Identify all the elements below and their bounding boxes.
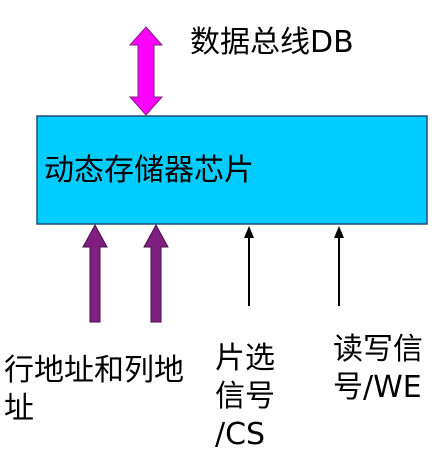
read-write-label-line2: 号/WE bbox=[333, 370, 422, 405]
dram-chip-box bbox=[36, 115, 428, 225]
data-bus-double-arrow bbox=[128, 26, 164, 116]
address-label-line1: 行地址和列地 bbox=[4, 353, 184, 388]
address-label-line2: 址 bbox=[4, 391, 34, 426]
chip-select-label-line1: 片选 bbox=[215, 341, 275, 376]
dram-chip-label: 动态存储器芯片 bbox=[44, 153, 254, 188]
row-address-arrow bbox=[82, 223, 108, 323]
chip-select-label-line3: /CS bbox=[215, 417, 265, 452]
chip-select-arrowhead bbox=[244, 226, 254, 238]
chip-select-label-line2: 信号 bbox=[215, 379, 275, 414]
read-write-label-line1: 读写信 bbox=[333, 332, 423, 367]
column-address-arrow bbox=[143, 223, 169, 323]
read-write-arrowhead bbox=[334, 226, 344, 238]
data-bus-label: 数据总线DB bbox=[190, 25, 354, 60]
